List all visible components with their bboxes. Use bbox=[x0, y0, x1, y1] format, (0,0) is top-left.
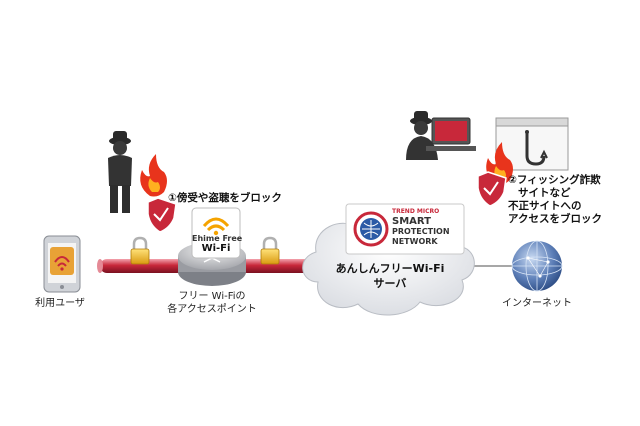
phishing-callout-line1: ②フィッシング詐欺 bbox=[508, 174, 601, 186]
shield-icon-left bbox=[147, 197, 177, 233]
server-label-line1: あんしんフリーWi-Fi bbox=[335, 262, 445, 275]
phishing-callout-line4: アクセスをブロック bbox=[508, 213, 602, 225]
ehime-badge-line1: Ehime Free bbox=[192, 234, 243, 243]
trend-line2: PROTECTION bbox=[392, 227, 450, 236]
lock-icon-right bbox=[260, 236, 280, 265]
user-label: 利用ユーザ bbox=[35, 298, 85, 309]
eavesdrop-block-callout: ①傍受や盗聴をブロック bbox=[168, 192, 282, 204]
phishing-callout-line2: サイトなど bbox=[518, 187, 571, 199]
access-point-label-line2: 各アクセスポイント bbox=[167, 304, 257, 315]
server-label-line2: サーバ bbox=[373, 277, 407, 290]
ehime-badge-line2: Wi-Fi bbox=[201, 243, 231, 254]
trend-micro-badge bbox=[345, 203, 465, 255]
internet-globe-icon bbox=[511, 240, 563, 292]
lock-icon-left bbox=[130, 236, 150, 265]
phisher-at-computer-icon bbox=[406, 111, 476, 160]
encrypted-pipe-left bbox=[97, 259, 184, 273]
shield-icon-right bbox=[477, 171, 507, 207]
phishing-callout-line3: 不正サイトへの bbox=[508, 200, 582, 212]
firewall-flame-icon-left bbox=[140, 154, 167, 197]
eavesdropper-figure-icon bbox=[108, 131, 132, 213]
trend-line1: SMART bbox=[392, 216, 431, 227]
trend-line3: NETWORK bbox=[392, 237, 438, 246]
smartphone-icon bbox=[43, 235, 81, 293]
access-point-label-line1: フリー Wi-Fiの bbox=[178, 291, 246, 302]
trend-brand: TREND MICRO bbox=[392, 208, 440, 215]
ehime-wifi-badge bbox=[191, 207, 241, 259]
internet-label: インターネット bbox=[502, 298, 572, 309]
